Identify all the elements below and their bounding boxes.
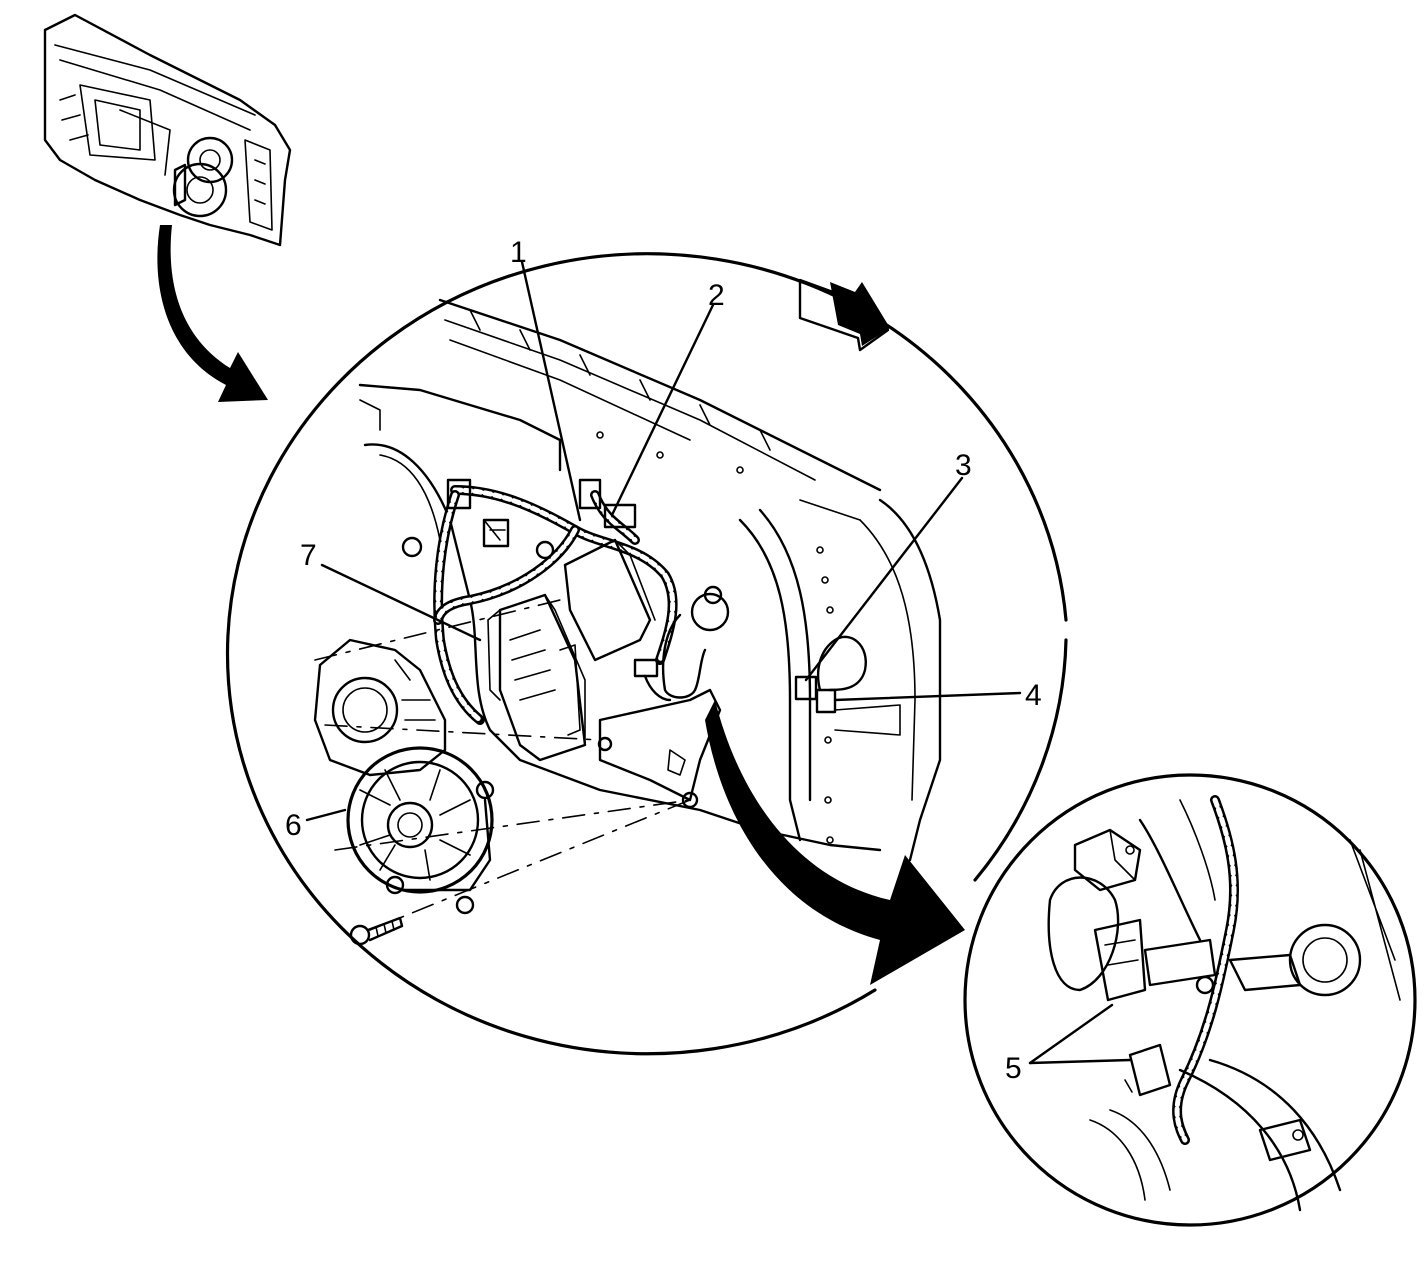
callout-6: 6 xyxy=(285,809,302,842)
leader-lines xyxy=(305,260,1132,1065)
callout-3: 3 xyxy=(955,449,972,482)
forward-direction-arrow-icon xyxy=(798,278,890,352)
callout-5: 5 xyxy=(1005,1052,1022,1085)
curved-arrow-icon xyxy=(157,225,268,402)
screw-icon xyxy=(349,916,404,946)
control-module xyxy=(487,593,587,762)
callout-2: 2 xyxy=(708,279,725,312)
callout-4: 4 xyxy=(1025,679,1042,712)
callout-1: 1 xyxy=(510,236,527,269)
callout-7: 7 xyxy=(300,539,317,572)
speaker-assembly xyxy=(313,638,495,915)
door-thumbnail xyxy=(43,13,292,247)
inset-detail-view xyxy=(963,773,1417,1227)
main-detail-view xyxy=(225,252,1068,1056)
